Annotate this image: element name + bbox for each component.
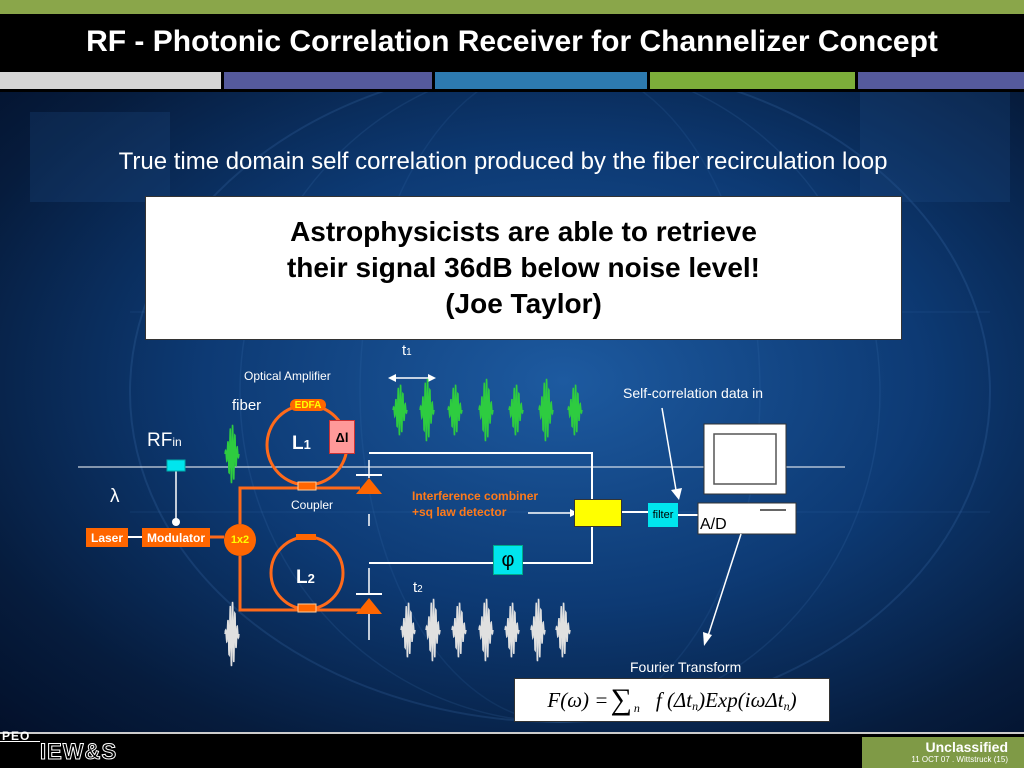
detector-triangle-upper xyxy=(356,478,382,494)
signal-rf-input xyxy=(224,424,240,484)
signal-pulse-left xyxy=(224,601,240,667)
classification-label: Unclassified xyxy=(925,739,1008,755)
classification-box xyxy=(862,737,1024,768)
background-globe-graphic xyxy=(30,61,1010,723)
signal-pulse-rf xyxy=(224,424,240,484)
signal-pulse-upper xyxy=(419,378,435,442)
signal-pulse-lower xyxy=(425,598,441,662)
t1-label: t1 xyxy=(402,342,412,359)
modulator-box: Modulator xyxy=(142,528,210,547)
interference-combiner-label: Interference combiner +sq law detector xyxy=(412,489,539,519)
computer-screen xyxy=(713,433,777,485)
peo-iews-logo: PEO IEW&S xyxy=(0,729,860,768)
header-band-4 xyxy=(650,72,855,89)
logo-iews-text: IEW&S xyxy=(39,739,118,765)
fourier-transform-label: Fourier Transform xyxy=(630,659,742,675)
logo-peo-text: PEO xyxy=(2,729,31,743)
fourier-arrow-line xyxy=(707,533,742,637)
laser-box: Laser xyxy=(86,528,128,547)
ad-label: A/D xyxy=(700,516,727,533)
t1-arrow-left xyxy=(388,374,396,382)
loop-l1-label: L1 xyxy=(292,433,311,454)
self-correlation-label: Self-correlation data in xyxy=(623,385,764,401)
detector-triangle-lower xyxy=(356,598,382,614)
sq-law-detector xyxy=(574,499,622,527)
signal-pulse-lower xyxy=(451,602,467,658)
signal-pulse-upper xyxy=(567,384,583,436)
rf-tap xyxy=(166,459,186,472)
fourier-arrow-head xyxy=(703,632,712,646)
slide-title: RF - Photonic Correlation Receiver for C… xyxy=(86,25,938,58)
footer xyxy=(0,734,1024,768)
signal-pulse-train-lower xyxy=(400,598,571,662)
header-band-5 xyxy=(858,72,1024,89)
self-correlation-arrow-head xyxy=(671,488,682,500)
footer-divider xyxy=(0,732,1024,734)
signal-pulse-train-upper xyxy=(392,378,583,442)
quote-line-1: Astrophysicists are able to retrieve xyxy=(290,216,757,247)
lambda-label: λ xyxy=(110,486,120,507)
signal-pulse-upper xyxy=(478,378,494,442)
splitter-1x2 xyxy=(224,524,256,556)
header-band-2 xyxy=(224,72,432,89)
quote-box: Astrophysicists are able to retrieve the… xyxy=(145,196,902,340)
signal-pulse-upper xyxy=(447,384,463,436)
optical-amplifier-label: Optical Amplifier xyxy=(244,369,331,383)
fiber-path-lower xyxy=(238,556,360,612)
loop-l2-label: L2 xyxy=(296,567,315,588)
header-band-3 xyxy=(435,72,647,89)
delta-l-box: Δl xyxy=(329,420,355,454)
fourier-formula: F(ω) = ∑ n f (Δt n )Exp(iωΔt n ) xyxy=(514,678,830,722)
self-correlation-arrow-line xyxy=(661,407,677,491)
fiber-label: fiber xyxy=(232,397,262,414)
lower-output-wire xyxy=(369,525,593,564)
signal-pulse-upper xyxy=(392,384,408,436)
fiber-path-upper xyxy=(238,486,360,524)
quote-line-3: (Joe Taylor) xyxy=(445,288,602,319)
rf-in-label: RFin xyxy=(147,430,182,451)
filter-box: filter xyxy=(648,503,678,527)
edfa-amplifier: EDFA xyxy=(290,399,326,411)
signal-pulse-upper xyxy=(538,378,554,442)
signal-pulse-lower xyxy=(555,602,571,658)
t1-arrow-right xyxy=(428,374,436,382)
signal-pulse-upper xyxy=(508,384,524,436)
top-accent-bar xyxy=(0,0,1024,14)
coupler-l1 xyxy=(297,481,317,491)
signal-pulse-lower xyxy=(478,598,494,662)
modulator-node xyxy=(172,518,180,526)
signal-pulse-lower xyxy=(504,602,520,658)
coupler-label: Coupler xyxy=(291,498,334,512)
footnote: 11 OCT 07 . Wittstruck (15) xyxy=(911,755,1008,764)
logo-rule xyxy=(0,741,40,742)
phase-shifter: φ xyxy=(493,545,523,575)
subtitle: True time domain self correlation produc… xyxy=(118,148,888,175)
signal-lower-left xyxy=(224,601,240,667)
coupler-l2 xyxy=(297,603,317,613)
splitter-label: 1x2 xyxy=(230,534,250,546)
upper-output-wire xyxy=(369,452,593,499)
loop-l2-top-clip xyxy=(296,534,316,540)
signal-pulse-lower xyxy=(400,602,416,658)
signal-pulse-lower xyxy=(530,598,546,662)
quote-line-2: their signal 36dB below noise level! xyxy=(286,252,761,283)
t2-label: t2 xyxy=(413,579,423,596)
computer-base xyxy=(697,502,797,535)
header-band-1 xyxy=(0,72,221,89)
